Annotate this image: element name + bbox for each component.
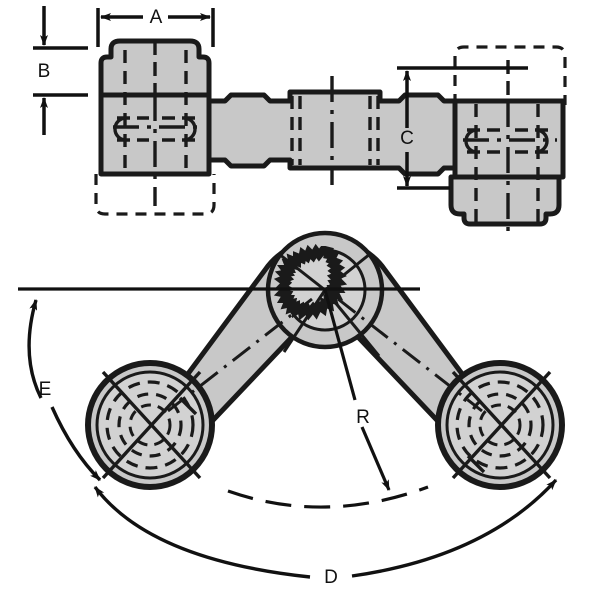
left-body-block bbox=[98, 92, 212, 177]
right-bushing-eye-ring-3 bbox=[455, 380, 545, 470]
left-block-internal-detail bbox=[113, 41, 205, 206]
elevation-body bbox=[98, 38, 566, 227]
dimension-D-arc-left bbox=[93, 485, 311, 579]
dimension-E-label: E bbox=[39, 379, 52, 400]
right-bushing-eye-ring-4 bbox=[467, 392, 533, 458]
inner-radius-arc bbox=[227, 485, 429, 509]
hidden-lower-left-boss bbox=[94, 174, 216, 216]
right-eye-centerline-b bbox=[451, 370, 552, 480]
left-bushing-eye-ring-4 bbox=[117, 392, 183, 458]
dimension-R-leader-lower bbox=[360, 426, 391, 491]
right-boss-cap bbox=[448, 174, 562, 227]
dimension-B-label: B bbox=[38, 61, 51, 82]
top-elevation-view: A B C bbox=[33, 6, 567, 235]
hidden-outlines bbox=[94, 45, 567, 216]
right-ball-arc-a bbox=[464, 128, 478, 154]
dimension-D-label: D bbox=[324, 567, 338, 588]
right-arm-centerline bbox=[337, 297, 483, 413]
hub-centerlines bbox=[278, 252, 381, 357]
left-eye-tick bbox=[178, 396, 198, 416]
right-ball-arc-b bbox=[535, 128, 549, 154]
hub-centerline-b bbox=[324, 252, 371, 292]
hub-centerline-d bbox=[323, 289, 381, 357]
left-bushing-eye-ring-3 bbox=[105, 380, 195, 470]
dimension-A: A bbox=[96, 7, 215, 47]
dimension-E-arc-lower bbox=[50, 406, 102, 482]
arm-centerlines bbox=[167, 297, 483, 413]
eye-centerlines bbox=[101, 370, 552, 480]
dimension-D-arc-right bbox=[351, 478, 558, 578]
left-eye-centerline-b bbox=[101, 370, 202, 480]
beam-internal-detail bbox=[290, 76, 380, 185]
bottom-plan-view: E R D bbox=[18, 230, 565, 588]
hub-centerline-a bbox=[278, 252, 326, 292]
dimension-B: B bbox=[33, 6, 88, 135]
hub-centerline-c bbox=[282, 289, 327, 353]
left-arm-centerline bbox=[167, 297, 313, 413]
right-bushing-eye-bore bbox=[478, 403, 522, 447]
dimension-R: R bbox=[323, 289, 391, 491]
dimension-R-label: R bbox=[356, 407, 370, 428]
left-ball-arc-a bbox=[113, 116, 127, 142]
right-eye-tick bbox=[466, 454, 486, 474]
left-bushing-eye-bore bbox=[128, 403, 172, 447]
dimension-A-label: A bbox=[150, 7, 163, 28]
dimension-D: D bbox=[93, 478, 558, 588]
dimension-C: C bbox=[397, 66, 528, 190]
dimension-C-label: C bbox=[400, 128, 414, 149]
left-ball-arc-b bbox=[183, 116, 197, 142]
dimension-E-arc-upper bbox=[27, 299, 43, 399]
splined-center-bore bbox=[273, 243, 348, 321]
dimension-R-leader-upper bbox=[323, 289, 357, 401]
dimension-E: E bbox=[27, 299, 102, 482]
